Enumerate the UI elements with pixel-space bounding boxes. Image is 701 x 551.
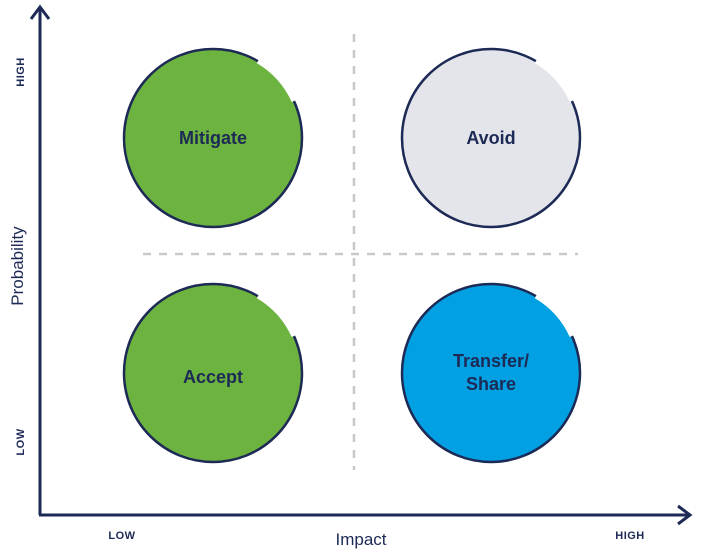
mitigate-label: Mitigate: [179, 128, 247, 148]
x-axis-arrowhead: [677, 504, 693, 526]
y-axis-high-label: HIGH: [15, 57, 27, 87]
x-axis-title: Impact: [335, 530, 386, 549]
y-axis-low-label: LOW: [15, 428, 27, 455]
y-axis-arrowhead: [29, 4, 51, 20]
avoid-circle: [400, 47, 582, 229]
transfer-share-label-line1: Transfer/: [453, 351, 529, 371]
mitigate-circle: [122, 47, 304, 229]
accept-arc-gap: [256, 293, 297, 338]
transfer-share-circle: [400, 282, 582, 464]
avoid-arc-gap: [534, 58, 575, 103]
mitigate-arc-gap: [256, 58, 297, 103]
accept-circle: [122, 282, 304, 464]
quadrant-mitigate: Mitigate: [122, 47, 304, 229]
x-axis-low-label: LOW: [108, 530, 135, 542]
accept-label: Accept: [183, 367, 243, 387]
transfer-share-label-line2: Share: [466, 374, 516, 394]
quadrant-avoid: Avoid: [400, 47, 582, 229]
y-axis-title: Probability: [8, 226, 27, 306]
transfer-share-arc-gap: [534, 293, 575, 338]
quadrant-accept: Accept: [122, 282, 304, 464]
quadrant-transfer-share: Transfer/ Share: [400, 282, 582, 464]
x-axis-high-label: HIGH: [615, 530, 645, 542]
avoid-label: Avoid: [466, 128, 515, 148]
